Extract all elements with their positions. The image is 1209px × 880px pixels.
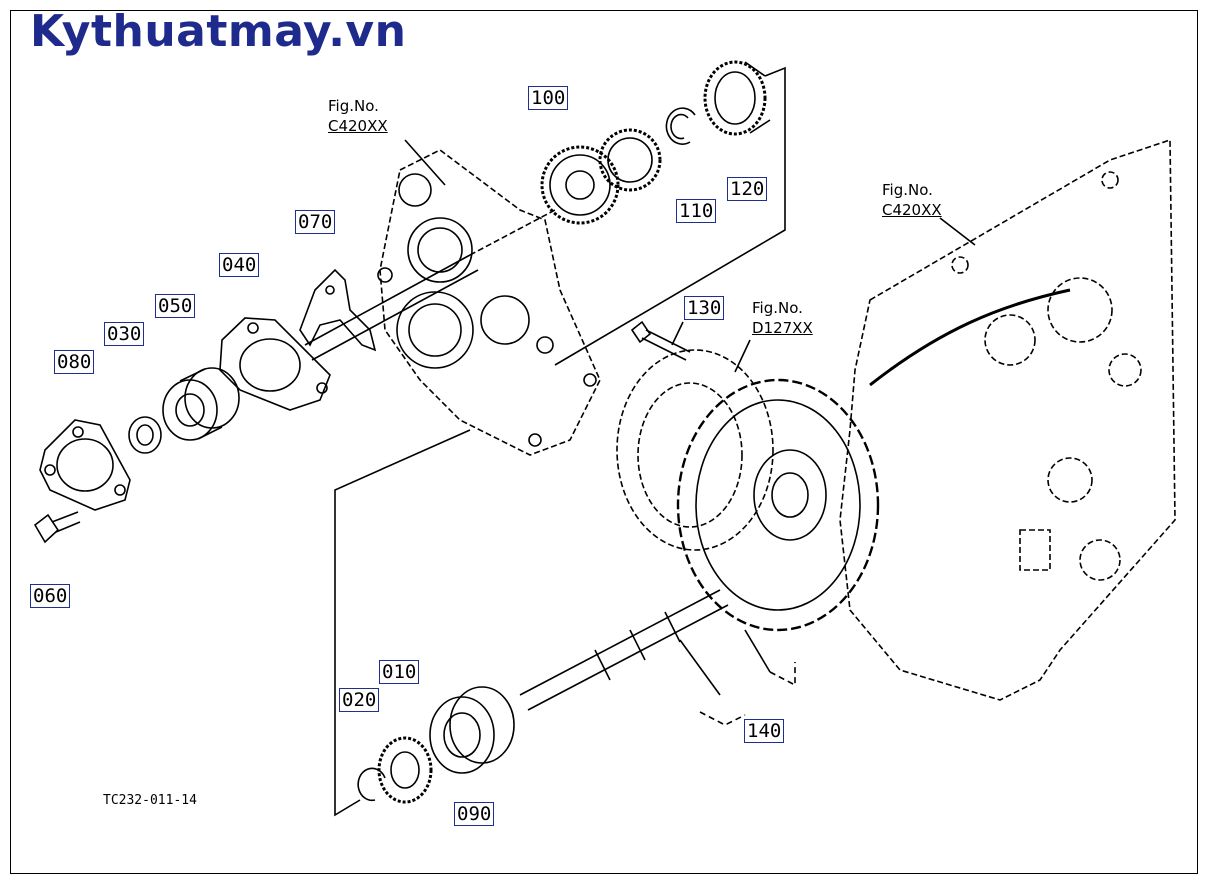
callout-060[interactable]: 060 xyxy=(30,584,71,608)
snap-ring-110 xyxy=(665,107,696,145)
bolt-130 xyxy=(630,320,691,361)
bearing-050 xyxy=(162,367,240,441)
callout-070[interactable]: 070 xyxy=(295,210,336,234)
case-arrow-curve xyxy=(869,288,1071,387)
drawing-code: TC232-011-14 xyxy=(103,793,197,808)
pinion-shaft xyxy=(519,589,796,726)
gear-100 xyxy=(540,128,662,225)
plate-070 xyxy=(299,268,377,352)
callout-050[interactable]: 050 xyxy=(155,294,196,318)
ring-gear xyxy=(676,378,880,632)
fig-ref-label: Fig.No. xyxy=(882,181,933,199)
fig-ref-label: Fig.No. xyxy=(752,299,803,317)
gear-010 xyxy=(377,736,433,804)
differential-housing xyxy=(616,349,774,551)
seal-030 xyxy=(128,416,162,454)
bolt-060 xyxy=(33,511,81,544)
drawing-frame xyxy=(10,10,1198,874)
bearing-090 xyxy=(429,686,515,774)
callout-030[interactable]: 030 xyxy=(104,322,145,346)
fig-ref-cover: Fig.No. C420XX xyxy=(328,96,388,136)
gear-case-cover xyxy=(377,149,601,456)
transmission-case xyxy=(839,138,1176,701)
fig-ref-differential: Fig.No. D127XX xyxy=(752,298,813,338)
fig-ref-number: C420XX xyxy=(328,117,388,135)
gear-120 xyxy=(703,60,771,136)
shaft-upper xyxy=(304,209,556,361)
callout-010[interactable]: 010 xyxy=(379,660,420,684)
callout-040[interactable]: 040 xyxy=(219,253,260,277)
housing-040 xyxy=(219,317,331,411)
flange-080 xyxy=(39,419,131,511)
fig-ref-case: Fig.No. C420XX xyxy=(882,180,942,220)
leader-lines xyxy=(334,66,976,817)
callout-100[interactable]: 100 xyxy=(528,86,569,110)
fig-ref-label: Fig.No. xyxy=(328,97,379,115)
callout-090[interactable]: 090 xyxy=(454,802,495,826)
callout-120[interactable]: 120 xyxy=(727,177,768,201)
callout-110[interactable]: 110 xyxy=(676,199,717,223)
fig-ref-number: C420XX xyxy=(882,201,942,219)
snap-ring-020 xyxy=(357,767,386,802)
watermark-text: Kythuatmay.vn xyxy=(30,6,407,57)
callout-140[interactable]: 140 xyxy=(744,719,785,743)
callout-020[interactable]: 020 xyxy=(339,688,380,712)
callout-130[interactable]: 130 xyxy=(684,296,725,320)
fig-ref-number: D127XX xyxy=(752,319,813,337)
callout-080[interactable]: 080 xyxy=(54,350,95,374)
